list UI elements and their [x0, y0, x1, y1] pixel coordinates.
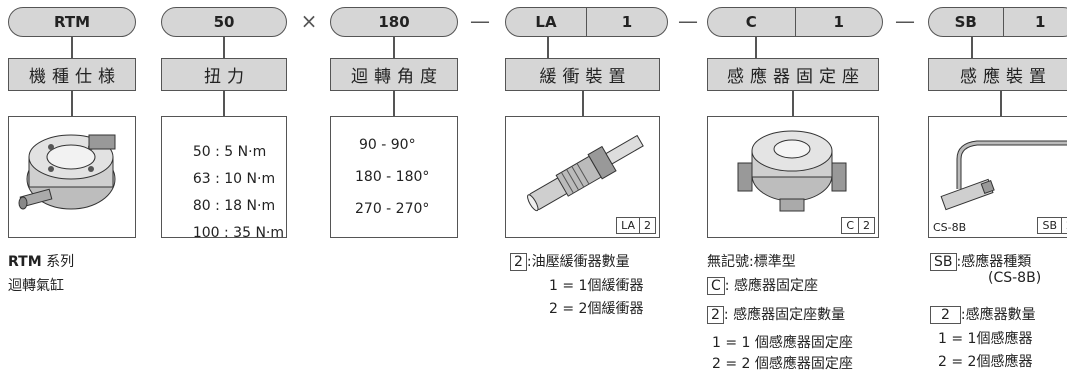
- fixture-code: C: [745, 13, 757, 31]
- sensor-note-box: 2: [930, 306, 961, 324]
- fixture-note-line2: 2: 感應器固定座數量: [707, 304, 845, 324]
- connector: [223, 37, 225, 58]
- connector: [582, 91, 584, 116]
- buffer-qty-code: 1: [586, 8, 667, 36]
- torque-option: 100 : 35 N·m: [192, 225, 285, 241]
- torque-code: 50: [213, 13, 235, 31]
- sensor-code-pill: SB 1: [928, 7, 1067, 37]
- spec-note-line1: RTM 系列: [8, 254, 75, 270]
- dash-separator: —: [678, 9, 698, 33]
- connector: [393, 37, 395, 58]
- spec-note-line2: 迴轉氣缸: [8, 278, 64, 294]
- series-code-pill: RTM: [8, 7, 136, 37]
- angle-option: 180 - 180°: [355, 169, 430, 185]
- sensor-note-line1b: (CS-8B): [988, 270, 1042, 286]
- torque-option: 80 : 18 N·m: [192, 198, 276, 214]
- fixture-qty-code: 1: [794, 8, 883, 36]
- category-spec: 機種仕様: [8, 58, 136, 91]
- sensor-code: SB: [954, 13, 977, 31]
- connector: [223, 91, 225, 116]
- sensor-image: [940, 140, 1067, 211]
- buffer-note-line1: 2:油壓緩衝器數量: [510, 251, 630, 271]
- sensor-image-box: CS-8B SB2: [928, 116, 1067, 238]
- fixture-note-line3: 1 = 1 個感應器固定座: [712, 335, 853, 351]
- torque-code-pill: 50: [161, 7, 287, 37]
- torque-option: 50 : 5 N·m: [192, 144, 267, 160]
- buffer-note-box: 2: [510, 253, 527, 271]
- rotary-actuator-image-box: [8, 116, 136, 238]
- sensor-note-line2: 2:感應器數量: [930, 304, 1036, 324]
- fixture-note-line0: 無記號:標準型: [707, 254, 796, 270]
- fixture-code-pill: C 1: [707, 7, 883, 37]
- sensor-fixture-image: [737, 130, 847, 212]
- sensor-qty-code: 1: [1002, 8, 1067, 36]
- category-sensor: 感應裝置: [928, 58, 1067, 91]
- angle-option: 270 - 270°: [355, 201, 430, 217]
- fixture-note-box: C: [707, 277, 725, 295]
- angle-option: 90 - 90°: [359, 137, 416, 153]
- dash-separator: —: [470, 9, 490, 33]
- buffer-note-line3: 2 = 2個緩衝器: [549, 301, 644, 317]
- buffer-code: LA: [535, 13, 557, 31]
- sensor-note-line3: 1 = 1個感應器: [938, 331, 1033, 347]
- connector: [792, 91, 794, 116]
- sensor-note-box: SB: [930, 253, 957, 271]
- angle-code-pill: 180: [330, 7, 458, 37]
- rotary-actuator-image: [18, 134, 116, 210]
- sensor-note-line1: SB:感應器種類: [930, 251, 1031, 271]
- category-angle: 迴轉角度: [330, 58, 458, 91]
- connector: [1000, 91, 1002, 116]
- fixture-note-line1: C: 感應器固定座: [707, 275, 818, 295]
- angle-options-box: 90 - 90° 180 - 180° 270 - 270°: [330, 116, 458, 238]
- buffer-note-line2: 1 = 1個緩衝器: [549, 278, 644, 294]
- torque-option: 63 : 10 N·m: [192, 171, 276, 187]
- dash-separator: —: [895, 9, 915, 33]
- connector: [971, 37, 973, 58]
- fixture-note-box: 2: [707, 306, 724, 324]
- times-sign: ×: [300, 9, 318, 33]
- connector: [755, 37, 757, 58]
- shock-absorber-image: [527, 134, 644, 212]
- category-torque: 扭力: [161, 58, 287, 91]
- category-buffer: 緩衝裝置: [505, 58, 660, 91]
- connector: [547, 37, 549, 58]
- connector: [71, 37, 73, 58]
- sensor-tag: SB2: [1037, 217, 1067, 234]
- sensor-note-line4: 2 = 2個感應器: [938, 354, 1033, 370]
- category-sensor-fixture: 感應器固定座: [707, 58, 879, 91]
- series-code: RTM: [53, 13, 91, 31]
- connector: [71, 91, 73, 116]
- sensor-model-label: CS-8B: [933, 221, 967, 234]
- torque-options-box: 50 : 5 N·m 63 : 10 N·m 80 : 18 N·m 100 :…: [161, 116, 287, 241]
- fixture-note-line4: 2 = 2 個感應器固定座: [712, 356, 853, 372]
- angle-code: 180: [378, 13, 410, 31]
- buffer-code-pill: LA 1: [505, 7, 668, 37]
- connector: [393, 91, 395, 116]
